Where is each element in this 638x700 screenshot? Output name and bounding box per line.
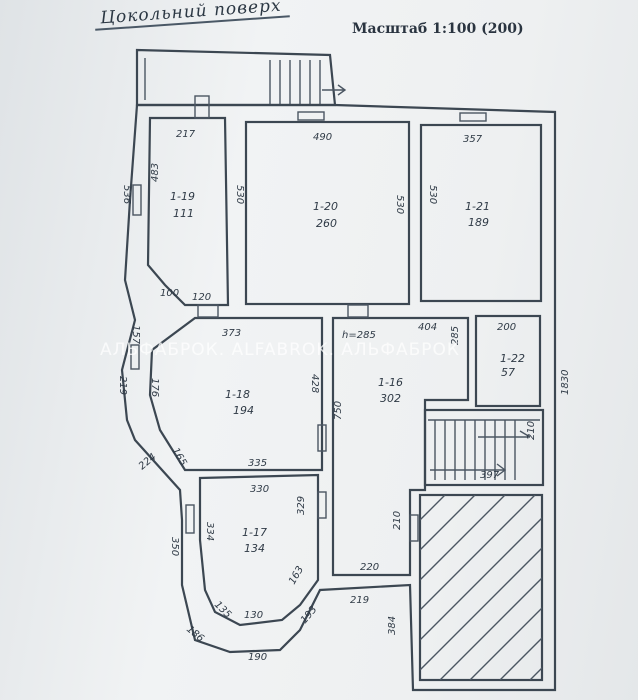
- dim-397: 397: [480, 470, 500, 481]
- entry-strip-wall: [135, 48, 337, 107]
- dim-285: 285: [450, 326, 461, 345]
- watermark-text: АЛЬФАБРОК. ALFABROK. АЛЬФАБРОК: [100, 340, 460, 360]
- dim-220: 220: [360, 562, 379, 573]
- dim-163: 163: [287, 564, 306, 586]
- dim-224: 224: [137, 452, 159, 473]
- room-1-16-label: 1-16: [378, 376, 403, 389]
- room-1-18-walls: [148, 316, 324, 472]
- dim-536: 536: [121, 185, 132, 204]
- room-1-20-area: 260: [316, 217, 337, 230]
- dim-210-b: 210: [392, 511, 403, 530]
- entry-stairs: [269, 60, 347, 105]
- dim-490: 490: [313, 132, 332, 143]
- dim-219-b: 219: [350, 595, 369, 606]
- dim-373: 373: [222, 328, 241, 339]
- dim-100: 100: [160, 288, 179, 299]
- room-1-17-label: 1-17: [242, 526, 267, 539]
- dim-330: 330: [250, 484, 269, 495]
- dim-329: 329: [296, 496, 307, 515]
- room-1-16-walls: [331, 316, 470, 577]
- room-1-19-area: 111: [173, 207, 194, 220]
- dim-483: 483: [150, 163, 161, 182]
- dim-530-c: 530: [427, 185, 438, 204]
- dim-335: 335: [248, 458, 267, 469]
- dim-130: 130: [244, 610, 263, 621]
- dim-193: 193: [299, 604, 320, 626]
- dim-h-285: h=285: [342, 330, 376, 341]
- room-1-21-area: 189: [468, 216, 489, 229]
- room-1-19-walls: [146, 116, 230, 307]
- dim-135: 135: [212, 599, 233, 620]
- dim-165: 165: [169, 446, 188, 468]
- dim-384: 384: [387, 616, 398, 635]
- dim-210-a: 210: [526, 421, 537, 440]
- room-1-22-walls: [474, 314, 542, 408]
- dim-357: 357: [463, 134, 483, 145]
- dim-750: 750: [333, 401, 344, 420]
- dim-157: 157: [130, 325, 141, 345]
- dim-176: 176: [149, 378, 160, 397]
- room-1-22-label: 1-22: [500, 352, 525, 365]
- dim-350: 350: [169, 537, 180, 556]
- room-1-21-walls: [419, 123, 543, 303]
- room-1-20-label: 1-20: [313, 200, 338, 213]
- room-1-16-area: 302: [380, 392, 401, 405]
- dim-428: 428: [309, 374, 320, 393]
- room-1-17-walls: [198, 473, 320, 627]
- room-1-19-label: 1-19: [170, 190, 195, 203]
- dim-404: 404: [418, 322, 437, 333]
- room-1-18-label: 1-18: [225, 388, 250, 401]
- dim-120: 120: [192, 292, 211, 303]
- room-1-17-area: 134: [244, 542, 265, 555]
- dim-530-a: 530: [234, 185, 245, 204]
- window-markers: [130, 95, 487, 542]
- dim-219: 219: [117, 376, 128, 395]
- dim-1830: 1830: [560, 370, 571, 395]
- room-1-18-area: 194: [233, 404, 254, 417]
- room-1-21-label: 1-21: [465, 200, 490, 213]
- hatched-area: [418, 493, 544, 682]
- outer-wall: [120, 103, 557, 692]
- room-1-20-walls: [244, 120, 411, 306]
- dim-530-b: 530: [394, 195, 405, 214]
- dim-190: 190: [248, 652, 267, 663]
- dim-200: 200: [497, 322, 516, 333]
- room-1-22-area: 57: [501, 366, 515, 379]
- scale-label: Масштаб 1:100 (200): [352, 21, 524, 37]
- inner-stairs: [423, 408, 545, 487]
- dim-334: 334: [204, 522, 215, 541]
- dim-217: 217: [176, 129, 196, 140]
